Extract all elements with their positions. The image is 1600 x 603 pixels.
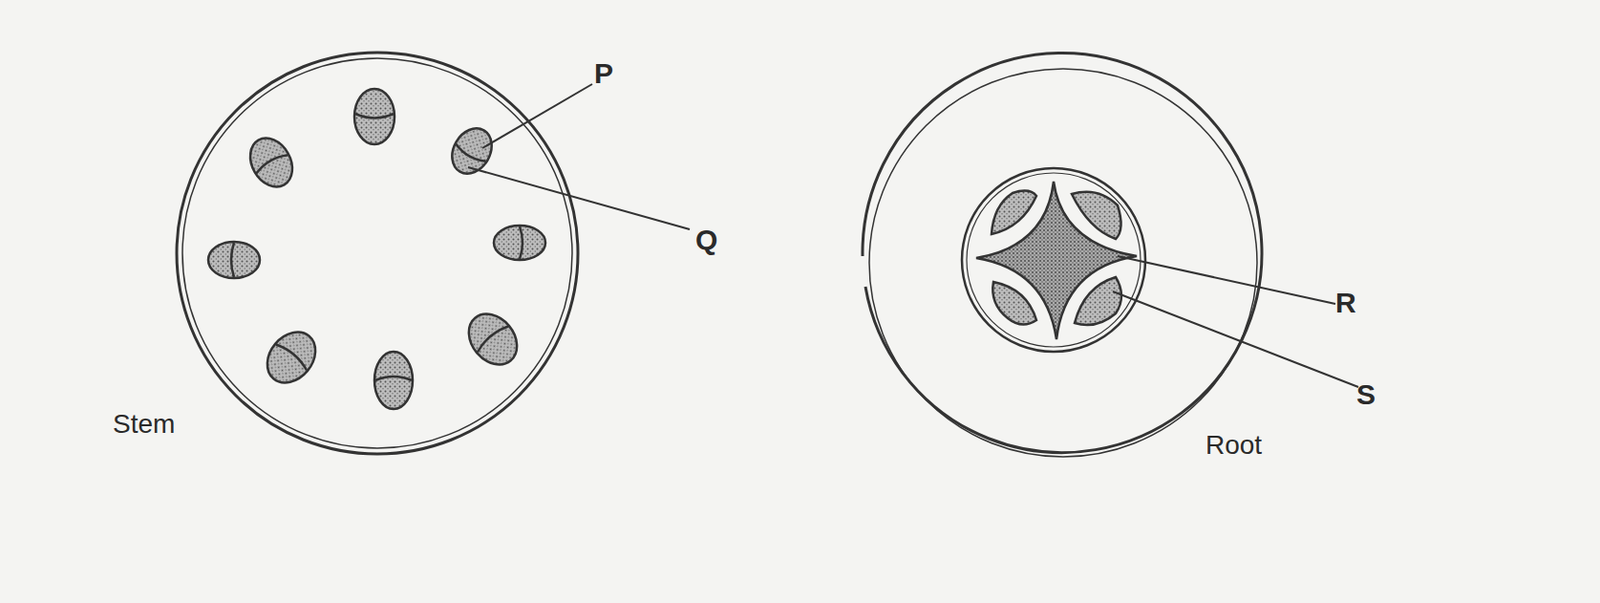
root-section [862,53,1359,457]
section-title: Root [1205,431,1262,459]
part-label: R [1335,288,1357,318]
stem-section [176,52,690,454]
part-label: P [594,59,614,88]
part-label: Q [695,225,718,255]
part-label: S [1356,380,1376,409]
section-title: Stem [112,410,175,438]
